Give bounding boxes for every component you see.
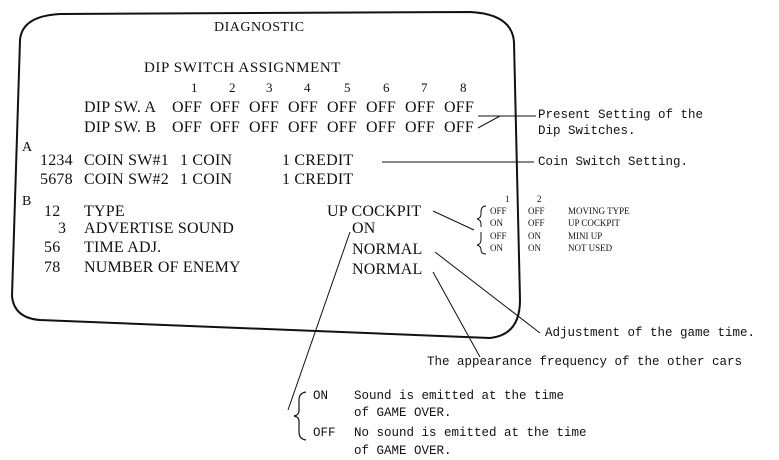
switch-number: 3 bbox=[266, 80, 273, 95]
setting-name: NUMBER OF ENEMY bbox=[84, 259, 241, 276]
leader-type bbox=[432, 210, 475, 231]
sound-off-line1: No sound is emitted at the time bbox=[354, 426, 587, 440]
setting-name: TIME ADJ. bbox=[84, 239, 162, 256]
annotation-appearance-frequency: The appearance frequency of the other ca… bbox=[427, 355, 743, 369]
dip-a-value: OFF bbox=[210, 99, 240, 116]
dip-a-value: OFF bbox=[249, 99, 279, 116]
setting-value: ON bbox=[352, 220, 376, 237]
type-table-cell: ON bbox=[490, 243, 503, 253]
type-table-desc: MINI UP bbox=[568, 231, 603, 241]
coin-credit: 1 CREDIT bbox=[282, 152, 354, 169]
sound-off-label: OFF bbox=[313, 426, 336, 440]
type-table-cell: OFF bbox=[490, 231, 507, 241]
leader-advertise-sound bbox=[287, 231, 351, 411]
sound-on-line1: Sound is emitted at the time bbox=[354, 389, 565, 403]
setting-value: NORMAL bbox=[352, 261, 423, 278]
type-table-cell: ON bbox=[528, 243, 541, 253]
crt-border bbox=[10, 10, 522, 340]
coin-name: COIN SW#2 bbox=[84, 171, 169, 188]
coin-name: COIN SW#1 bbox=[84, 152, 169, 169]
dip-b-value: OFF bbox=[210, 119, 240, 136]
dip-switch-assignment-heading: DIP SWITCH ASSIGNMENT bbox=[144, 60, 342, 76]
type-table-desc: MOVING TYPE bbox=[568, 206, 630, 216]
annotation-time-adjust: Adjustment of the game time. bbox=[545, 326, 756, 340]
type-table-cell: OFF bbox=[528, 218, 545, 228]
dip-a-value: OFF bbox=[172, 99, 202, 116]
dip-b-value: OFF bbox=[288, 119, 318, 136]
type-table-cell: OFF bbox=[490, 206, 507, 216]
setting-code: 78 bbox=[44, 259, 61, 276]
dip-b-value: OFF bbox=[444, 119, 474, 136]
coin-credit: 1 CREDIT bbox=[282, 171, 354, 188]
setting-value: UP COCKPIT bbox=[327, 203, 422, 220]
type-table-cell: ON bbox=[528, 231, 541, 241]
dip-b-value: OFF bbox=[172, 119, 202, 136]
dip-b-value: OFF bbox=[249, 119, 279, 136]
coin-code: 5678 bbox=[40, 171, 73, 188]
section-a-marker: A bbox=[22, 140, 33, 155]
switch-number: 1 bbox=[191, 80, 198, 95]
sound-on-label: ON bbox=[313, 389, 329, 403]
sound-brace bbox=[293, 391, 307, 441]
coin-code: 1234 bbox=[40, 152, 73, 169]
screen-title: DIAGNOSTIC bbox=[214, 20, 305, 35]
switch-number: 4 bbox=[304, 80, 311, 95]
dip-b-value: OFF bbox=[327, 119, 357, 136]
annotation-coin-switch: Coin Switch Setting. bbox=[538, 155, 689, 169]
switch-number: 2 bbox=[229, 80, 236, 95]
annotation-present-setting-line1: Present Setting of the bbox=[538, 108, 704, 122]
type-table-desc: NOT USED bbox=[568, 243, 613, 253]
sound-off-line2: of GAME OVER. bbox=[354, 444, 452, 458]
coin-coin: 1 COIN bbox=[180, 171, 233, 188]
type-table-bracket-top bbox=[476, 205, 487, 227]
dip-b-value: OFF bbox=[405, 119, 435, 136]
type-table-header-2: 2 bbox=[537, 194, 542, 204]
dip-sw-b-label: DIP SW. B bbox=[84, 119, 157, 136]
dip-b-value: OFF bbox=[366, 119, 396, 136]
setting-code: 12 bbox=[44, 203, 61, 220]
type-table-header-1: 1 bbox=[505, 194, 510, 204]
switch-number: 5 bbox=[344, 80, 351, 95]
setting-value: NORMAL bbox=[352, 241, 423, 258]
setting-code: 56 bbox=[44, 239, 61, 256]
switch-number: 7 bbox=[421, 80, 428, 95]
dip-a-value: OFF bbox=[366, 99, 396, 116]
dip-sw-a-label: DIP SW. A bbox=[84, 99, 157, 116]
dip-a-value: OFF bbox=[444, 99, 474, 116]
leader-appearance bbox=[432, 271, 481, 358]
setting-code: 3 bbox=[58, 220, 67, 237]
type-table-desc: UP COCKPIT bbox=[568, 218, 620, 228]
leader-present-setting-b bbox=[477, 115, 501, 129]
switch-number: 6 bbox=[383, 80, 390, 95]
dip-a-value: OFF bbox=[288, 99, 318, 116]
section-b-marker: B bbox=[22, 194, 32, 209]
switch-number: 8 bbox=[460, 80, 467, 95]
type-table-bracket-bottom bbox=[476, 232, 487, 255]
setting-name: ADVERTISE SOUND bbox=[84, 220, 235, 237]
sound-on-line2: of GAME OVER. bbox=[354, 406, 452, 420]
leader-time-adjust bbox=[434, 251, 541, 334]
setting-name: TYPE bbox=[84, 203, 125, 220]
type-table-cell: ON bbox=[490, 218, 503, 228]
type-table-cell: OFF bbox=[528, 206, 545, 216]
dip-a-value: OFF bbox=[327, 99, 357, 116]
coin-coin: 1 COIN bbox=[180, 152, 233, 169]
annotation-present-setting-line2: Dip Switches. bbox=[538, 124, 636, 138]
dip-a-value: OFF bbox=[405, 99, 435, 116]
